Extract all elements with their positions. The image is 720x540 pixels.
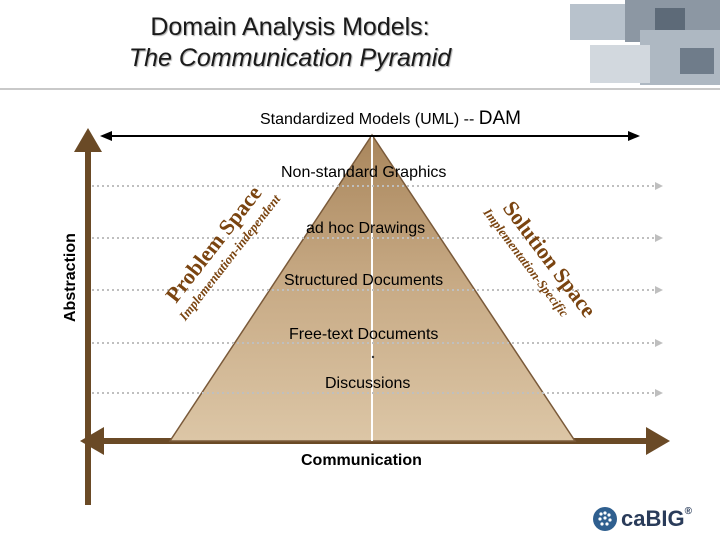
- header-divider: [0, 88, 720, 90]
- vertical-axis-arrowhead: [74, 128, 102, 152]
- label-discussions: Discussions: [325, 375, 411, 392]
- horizontal-axis-left-arrowhead: [80, 427, 104, 455]
- cabig-logo-mark: ®: [684, 506, 692, 517]
- cabig-logo-text: caBIG: [621, 506, 685, 531]
- dam-arrow-right-head: [628, 131, 640, 141]
- top-label-prefix: Standardized Models (UML) --: [260, 111, 479, 128]
- dam-label: DAM: [478, 108, 521, 129]
- header-photo-strip: [530, 0, 720, 85]
- dotted-line-arrowheads: [655, 182, 663, 397]
- horizontal-axis-right-arrowhead: [646, 427, 670, 455]
- label-free-text-documents: Free-text Documents: [289, 326, 439, 343]
- abstraction-axis-label: Abstraction: [62, 233, 79, 322]
- cabig-globe-icon: [593, 507, 617, 531]
- label-ad-hoc-drawings: ad hoc Drawings: [306, 220, 426, 237]
- dotted-arrowhead-2: [655, 234, 663, 242]
- top-label: Standardized Models (UML) -- DAM: [260, 108, 521, 130]
- dotted-arrowhead-1: [655, 182, 663, 190]
- title-line-1: Domain Analysis Models:: [150, 13, 430, 41]
- dotted-arrowhead-4: [655, 339, 663, 347]
- dotted-level-lines: [92, 185, 655, 394]
- right-side-labels: Solution Space Implementation-Specific: [480, 196, 602, 322]
- center-dot: [371, 355, 375, 359]
- label-communication: Communication: [301, 452, 422, 469]
- label-non-standard-graphics: Non-standard Graphics: [281, 164, 447, 181]
- cabig-logo: caBIG®: [621, 506, 692, 532]
- dotted-arrowhead-5: [655, 389, 663, 397]
- dam-arrow-left-head: [100, 131, 112, 141]
- dotted-arrowhead-3: [655, 286, 663, 294]
- label-structured-documents: Structured Documents: [284, 272, 444, 289]
- page-title: Domain Analysis Models: The Communicatio…: [0, 12, 580, 74]
- title-line-2: The Communication Pyramid: [128, 44, 452, 72]
